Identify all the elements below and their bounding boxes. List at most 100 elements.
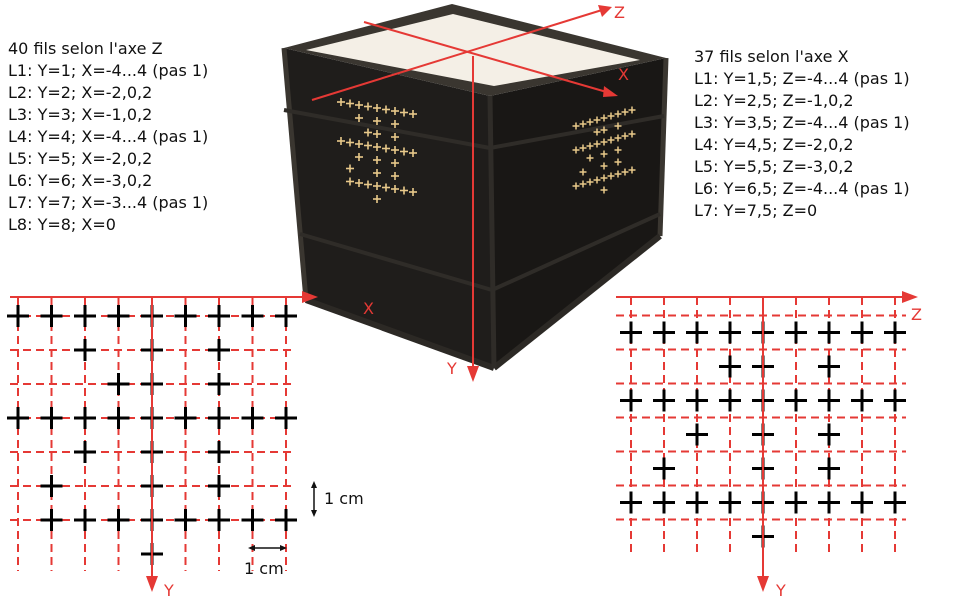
right-legend-line-5: L5: Y=5,5; Z=-3,0,2 <box>694 157 854 176</box>
left-cross <box>208 475 230 497</box>
thread-cross-left <box>364 141 372 150</box>
thread-cross-left <box>364 180 372 189</box>
thread-cross-right <box>607 112 615 120</box>
thread-pattern-right <box>572 106 636 194</box>
thread-cross-right <box>586 118 594 126</box>
left-legend-line-5: L5: Y=5; X=-2,0,2 <box>8 149 153 168</box>
right-cross <box>785 491 807 514</box>
right-legend-line-4: L4: Y=4,5; Z=-2,0,2 <box>694 135 854 154</box>
right-cross <box>620 389 642 412</box>
thread-cross-right <box>614 134 622 142</box>
right-cross <box>851 389 873 412</box>
left-cross <box>74 509 96 531</box>
thread-cross-left <box>409 149 417 157</box>
right-grid-diagram: Z Y <box>616 291 922 600</box>
right-cross <box>818 355 840 378</box>
right-cross <box>818 389 840 412</box>
thread-cross-right <box>600 114 608 122</box>
left-cross <box>40 407 63 429</box>
scale-horizontal-label: 1 cm <box>244 559 284 578</box>
thread-cross-right <box>621 132 629 140</box>
thread-cross-right <box>628 166 636 174</box>
right-axis-z-label: Z <box>911 305 922 324</box>
thread-cross-left <box>382 105 390 114</box>
thread-cross-right <box>600 126 608 134</box>
thread-cross-left <box>391 185 399 193</box>
left-cross <box>241 407 264 429</box>
photo-axis-x-label: X <box>363 299 374 318</box>
right-cross <box>653 491 675 514</box>
thread-cross-right <box>607 172 615 180</box>
left-cross <box>40 305 63 327</box>
right-cross <box>653 321 675 344</box>
thread-cross-left <box>373 182 381 190</box>
right-cross <box>818 423 840 446</box>
left-cross <box>241 305 264 327</box>
right-cross <box>686 389 708 412</box>
thread-cross-left <box>346 177 354 186</box>
scale-vertical-arrow-down <box>311 510 317 517</box>
thread-cross-left <box>364 128 372 137</box>
thread-cross-left <box>346 138 354 147</box>
left-legend-line-7: L7: Y=7; X=-3...4 (pas 1) <box>8 193 209 212</box>
thread-cross-left <box>373 156 381 164</box>
thread-cross-right <box>586 178 594 186</box>
thread-cross-right <box>572 122 580 130</box>
thread-cross-right <box>600 186 608 194</box>
left-cross <box>208 407 230 429</box>
right-cross <box>884 389 906 412</box>
right-cross <box>818 457 840 480</box>
thread-cross-right <box>600 174 608 182</box>
box-right-face <box>490 58 666 368</box>
right-cross <box>785 321 807 344</box>
left-cross <box>208 509 230 531</box>
thread-cross-left <box>391 133 399 141</box>
left-legend-line-2: L2: Y=2; X=-2,0,2 <box>8 83 153 102</box>
left-cross <box>74 305 96 327</box>
photo-axis-y-arrowhead <box>467 366 479 382</box>
thread-pattern-left <box>337 98 417 203</box>
thread-cross-left <box>391 172 399 180</box>
left-cross <box>208 441 230 463</box>
left-cross <box>174 305 197 327</box>
thread-cross-left <box>373 130 381 138</box>
right-legend-line-6: L6: Y=6,5; Z=-4...4 (pas 1) <box>694 179 910 198</box>
left-grid-diagram: Y 1 cm 1 cm <box>7 291 364 600</box>
thread-cross-right <box>586 142 594 150</box>
left-cross <box>208 305 230 327</box>
thread-cross-left <box>355 140 363 148</box>
thread-cross-left <box>355 179 363 187</box>
thread-cross-right <box>572 146 580 154</box>
thread-cross-right <box>628 130 636 138</box>
left-cross <box>74 407 96 429</box>
box-photo <box>281 4 669 371</box>
scale-vertical-label: 1 cm <box>324 489 364 508</box>
photo-axis-x-top-label: X <box>618 65 629 84</box>
left-legend-line-4: L4: Y=4; X=-4...4 (pas 1) <box>8 127 209 146</box>
left-cross <box>107 407 130 429</box>
left-axis-x-arrowhead <box>302 291 318 303</box>
left-cross <box>241 509 264 531</box>
thread-cross-left <box>391 120 399 128</box>
right-cross <box>719 355 741 378</box>
left-cross <box>40 475 63 497</box>
left-axis-y-label: Y <box>163 581 174 600</box>
thread-cross-left <box>337 137 345 145</box>
left-cross <box>40 509 63 531</box>
thread-cross-right <box>600 138 608 146</box>
thread-cross-left <box>346 164 354 173</box>
photo-axis-z-arrowhead <box>598 5 612 17</box>
right-cross <box>884 321 906 344</box>
thread-cross-left <box>373 117 381 125</box>
thread-cross-right <box>579 120 587 128</box>
thread-cross-right <box>614 158 622 166</box>
thread-cross-left <box>391 107 399 115</box>
box-frame-band-left <box>283 108 491 150</box>
thread-cross-right <box>614 110 622 118</box>
box-frame-band-right-low <box>491 212 661 292</box>
right-legend-line-1: L1: Y=1,5; Z=-4...4 (pas 1) <box>694 69 910 88</box>
right-legend-title: 37 fils selon l'axe X <box>694 47 849 66</box>
right-cross <box>686 491 708 514</box>
thread-cross-right <box>600 162 608 170</box>
box-left-face <box>284 48 494 368</box>
